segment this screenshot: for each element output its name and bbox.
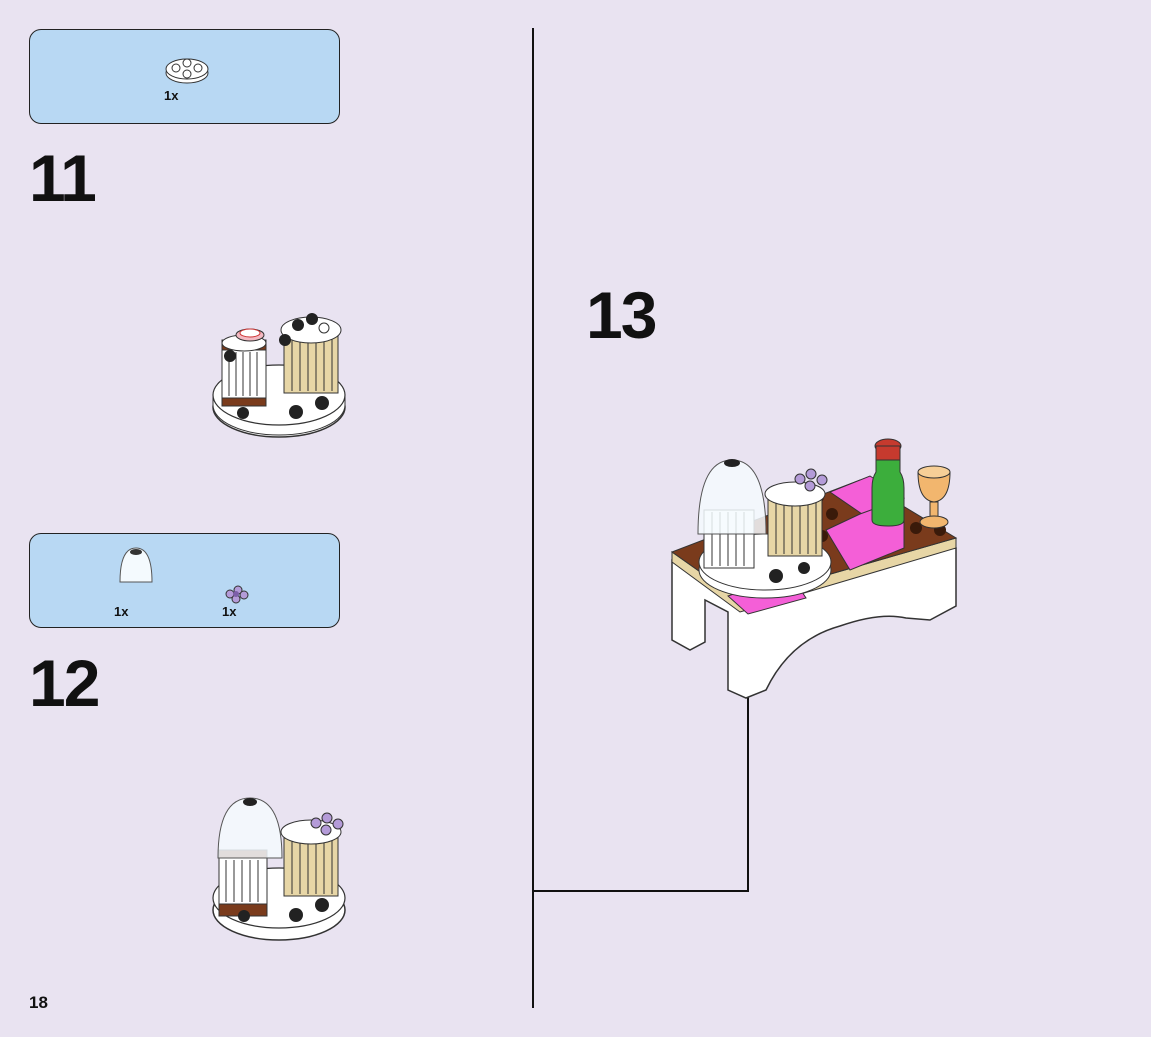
step-number-12: 12 bbox=[29, 646, 100, 720]
page-number: 18 bbox=[29, 993, 48, 1012]
step-number-11: 11 bbox=[29, 141, 97, 215]
dome-transparent-icon bbox=[119, 547, 249, 604]
parts-callout-step-12: 1x 1x bbox=[29, 533, 340, 628]
part-quantity: 1x bbox=[222, 604, 237, 619]
part-quantity: 1x bbox=[164, 88, 179, 103]
callout-pointer-line bbox=[533, 640, 749, 892]
parts-callout-step-11: 1x bbox=[29, 29, 340, 124]
round-plate-white-icon bbox=[165, 58, 209, 84]
step-number-13: 13 bbox=[586, 278, 657, 352]
part-quantity: 1x bbox=[114, 604, 129, 619]
flower-lavender-icon bbox=[225, 585, 249, 604]
